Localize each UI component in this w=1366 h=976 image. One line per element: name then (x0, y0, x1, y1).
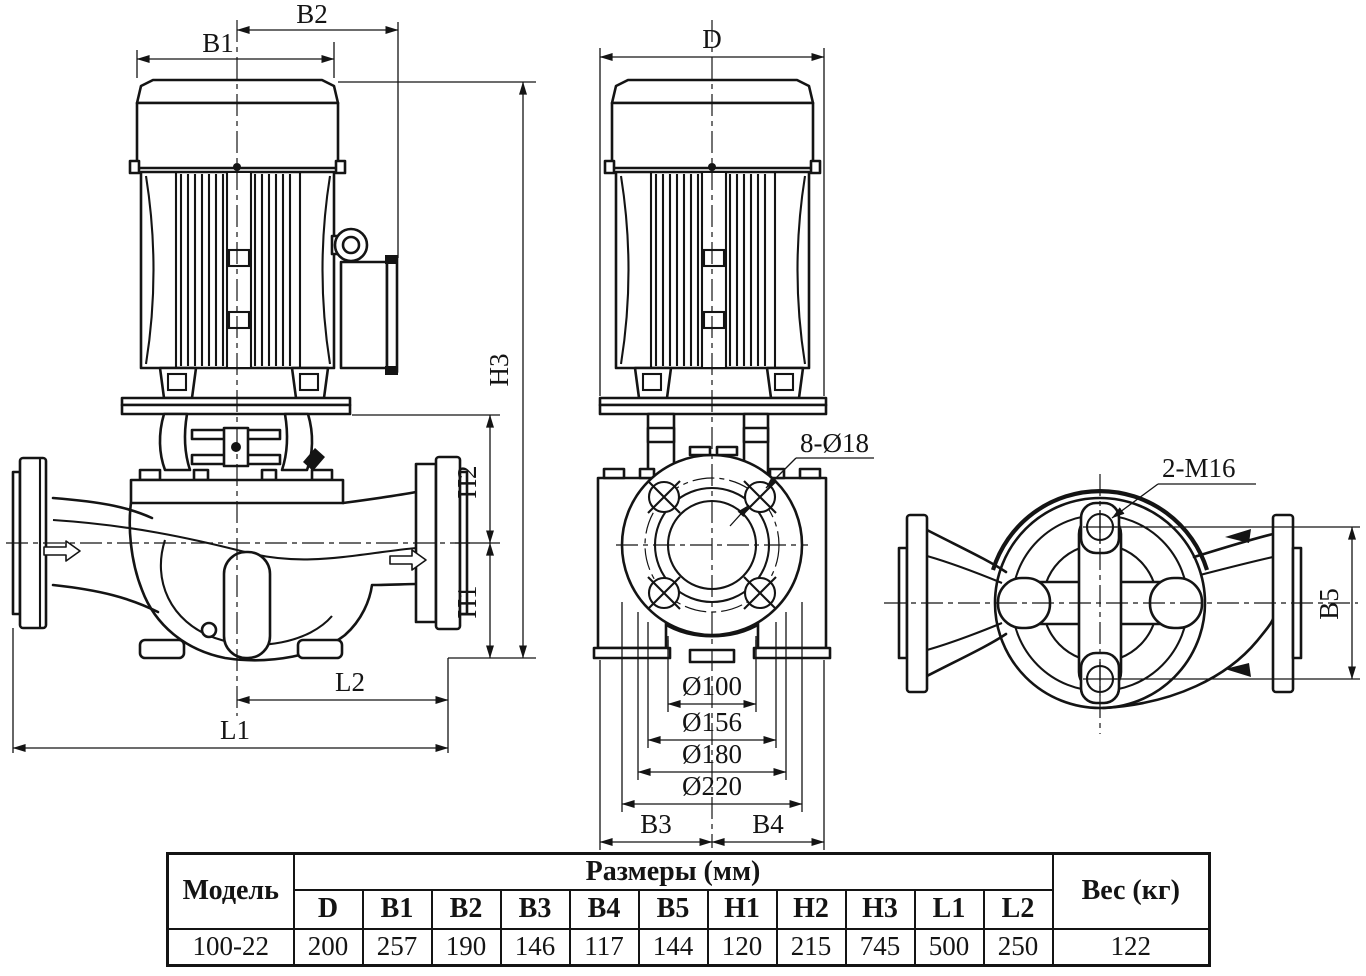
table-header-weight: Вес (кг) (1051, 852, 1211, 930)
dim-label-h3: H3 (484, 354, 514, 387)
flow-arrow (389, 549, 427, 571)
bolt-holes (647, 480, 777, 610)
col-header-d: D (292, 888, 364, 930)
front-view: D 8-Ø18 Ø100 Ø156 Ø180 Ø220 B3 B4 (592, 20, 874, 850)
value-h3: 745 (844, 927, 916, 967)
pump-bracket-front (646, 412, 770, 480)
col-header-h1: H1 (706, 888, 778, 930)
value-b5: 144 (637, 927, 709, 967)
dim-label-b1: B1 (202, 28, 234, 58)
value-h1: 120 (706, 927, 778, 967)
flow-arrow (43, 540, 81, 562)
table-row: 100-22 200 257 190 146 117 144 120 215 7… (166, 927, 1211, 967)
front-view-dimensions: D 8-Ø18 Ø100 Ø156 Ø180 Ø220 B3 B4 (599, 24, 874, 850)
drain-plug (303, 448, 325, 471)
pump-bracket-side (129, 412, 345, 505)
col-header-l1: L1 (913, 888, 985, 930)
callout-tapped-holes: 2-M16 (1162, 453, 1236, 483)
dim-label-h2: H2 (452, 466, 482, 499)
value-d: 200 (292, 927, 364, 967)
col-header-h3: H3 (844, 888, 916, 930)
dim-label-b3: B3 (640, 809, 672, 839)
motor-fins-side (179, 174, 292, 366)
dim-label-b5: B5 (1314, 588, 1344, 620)
motor-fins-front (654, 174, 767, 366)
bottom-boss (222, 550, 272, 660)
side-view-dimensions: B1 B2 H3 H2 H1 L2 L1 (12, 0, 536, 753)
col-header-b1: B1 (361, 888, 433, 930)
dim-label-h1: H1 (452, 586, 482, 619)
side-view: B1 B2 H3 H2 H1 L2 L1 (6, 0, 536, 753)
technical-drawing: B1 B2 H3 H2 H1 L2 L1 (6, 0, 1360, 850)
callout-bolt-holes: 8-Ø18 (800, 428, 869, 458)
top-view-dimensions: 2-M16 B5 (1111, 453, 1360, 680)
table-header-model: Модель (166, 852, 295, 930)
dim-label-dia220: Ø220 (682, 771, 742, 801)
dim-label-b2: B2 (296, 0, 328, 29)
value-b4: 117 (568, 927, 640, 967)
dimension-table: Модель Размеры (мм) Вес (кг) D B1 B2 B3 … (166, 852, 1211, 967)
col-header-b2: B2 (430, 888, 502, 930)
motor-front (598, 78, 828, 416)
dim-label-dia156: Ø156 (682, 707, 742, 737)
value-b1: 257 (361, 927, 433, 967)
table-header-dimensions: Размеры (мм) (292, 852, 1054, 891)
top-view: 2-M16 B5 (884, 453, 1360, 734)
col-header-b4: B4 (568, 888, 640, 930)
col-header-b5: B5 (637, 888, 709, 930)
value-h2: 215 (775, 927, 847, 967)
model-cell: 100-22 (166, 927, 295, 967)
motor-side (120, 78, 399, 416)
value-b3: 146 (499, 927, 571, 967)
pump-foot (138, 638, 186, 660)
col-header-l2: L2 (982, 888, 1054, 930)
dim-label-b4: B4 (752, 809, 784, 839)
weight-cell: 122 (1051, 927, 1211, 967)
dim-label-l1: L1 (220, 715, 250, 745)
value-l1: 500 (913, 927, 985, 967)
col-header-b3: B3 (499, 888, 571, 930)
value-l2: 250 (982, 927, 1054, 967)
col-header-h2: H2 (775, 888, 847, 930)
value-b2: 190 (430, 927, 502, 967)
dim-label-dia180: Ø180 (682, 739, 742, 769)
dim-label-dia100: Ø100 (682, 671, 742, 701)
dim-label-l2: L2 (335, 667, 365, 697)
pump-foot (296, 638, 344, 660)
dim-label-d: D (702, 24, 722, 54)
terminal-box (339, 260, 389, 370)
